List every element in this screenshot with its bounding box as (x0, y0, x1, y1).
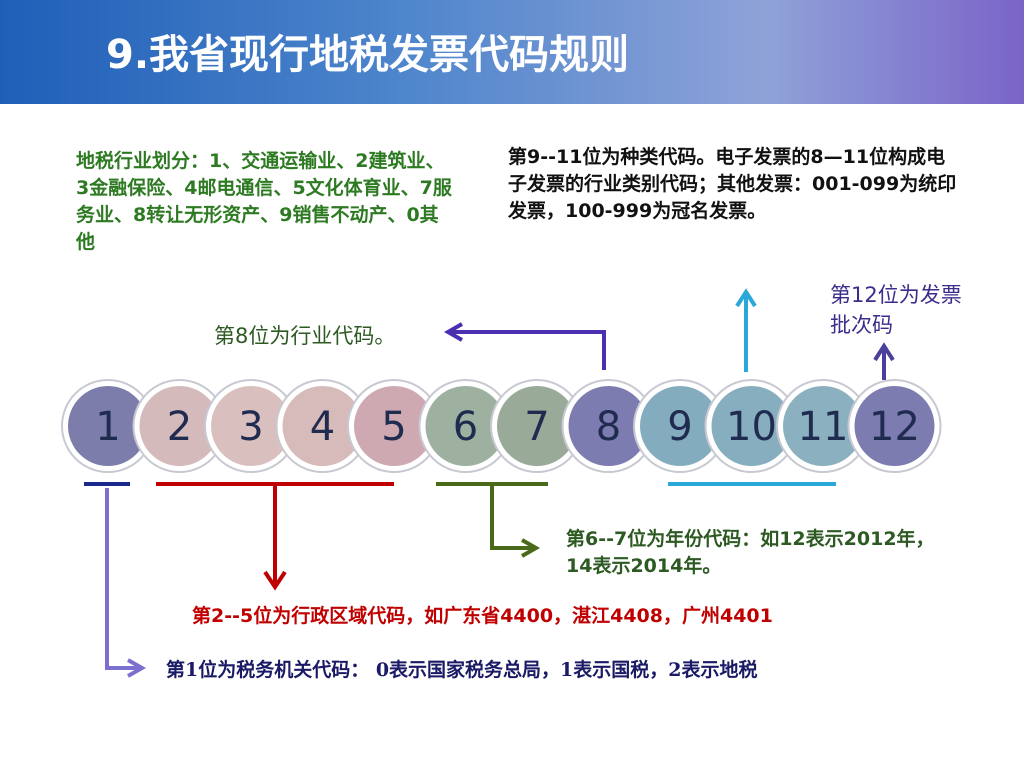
digit-label-9: 9 (667, 404, 692, 450)
batch-arrowhead (873, 342, 895, 362)
digit-label-4: 4 (310, 404, 335, 450)
industry-classification-note: 地税行业划分：1、交通运输业、2建筑业、3金融保险、4邮电通信、5文化体育业、7… (76, 150, 452, 253)
digit-circle-9 (640, 386, 720, 466)
digit-circle-5 (354, 386, 434, 466)
digit-circle-11 (783, 386, 863, 466)
region-arrowhead (263, 570, 287, 591)
digit-label-5: 5 (381, 404, 406, 450)
year-arrowhead (521, 538, 541, 558)
office-arrow (105, 488, 140, 670)
industry-code-arrowhead (443, 322, 463, 342)
type-arrowhead (735, 288, 757, 308)
digit-circle-3 (211, 386, 291, 466)
office-arrowhead (127, 658, 147, 678)
title-banner: 9.我省现行地税发票代码规则 (0, 0, 1024, 104)
digit-label-8: 8 (596, 404, 621, 450)
digit-circle-8 (568, 386, 649, 466)
digit-circle-2 (139, 386, 220, 466)
digit-circle-1 (68, 386, 148, 466)
digit-circle-6 (425, 386, 506, 466)
industry-code-note: 第8位为行业代码。 (214, 324, 396, 348)
region-code-note: 第2--5位为行政区域代码，如广东省4400，湛江4408，广州4401 (192, 605, 773, 627)
digit-label-11: 11 (798, 404, 849, 450)
batch-code-note: 第12位为发票批次码 (830, 283, 962, 337)
tax-office-code-note: 第1位为税务机关代码： 0表示国家税务总局，1表示国税，2表示地税 (166, 659, 758, 681)
digit-label-1: 1 (95, 404, 120, 450)
digit-label-2: 2 (167, 404, 192, 450)
digit-label-10: 10 (726, 404, 777, 450)
digit-circle-10 (711, 386, 792, 466)
digit-circle-7 (497, 386, 577, 466)
digit-label-6: 6 (453, 404, 478, 450)
digit-label-12: 12 (869, 404, 920, 450)
invoice-type-note: 第9--11位为种类代码。电子发票的8—11位构成电子发票的行业类别代码；其他发… (508, 146, 957, 222)
digit-label-3: 3 (238, 404, 263, 450)
page-title: 9.我省现行地税发票代码规则 (106, 32, 630, 78)
digit-circle-4 (282, 386, 363, 466)
year-arrow (490, 486, 534, 550)
digit-label-7: 7 (524, 404, 549, 450)
industry-code-arrow (450, 330, 606, 370)
year-code-note: 第6--7位为年份代码：如12表示2012年，14表示2014年。 (566, 528, 935, 577)
digit-circle-12 (854, 386, 935, 466)
